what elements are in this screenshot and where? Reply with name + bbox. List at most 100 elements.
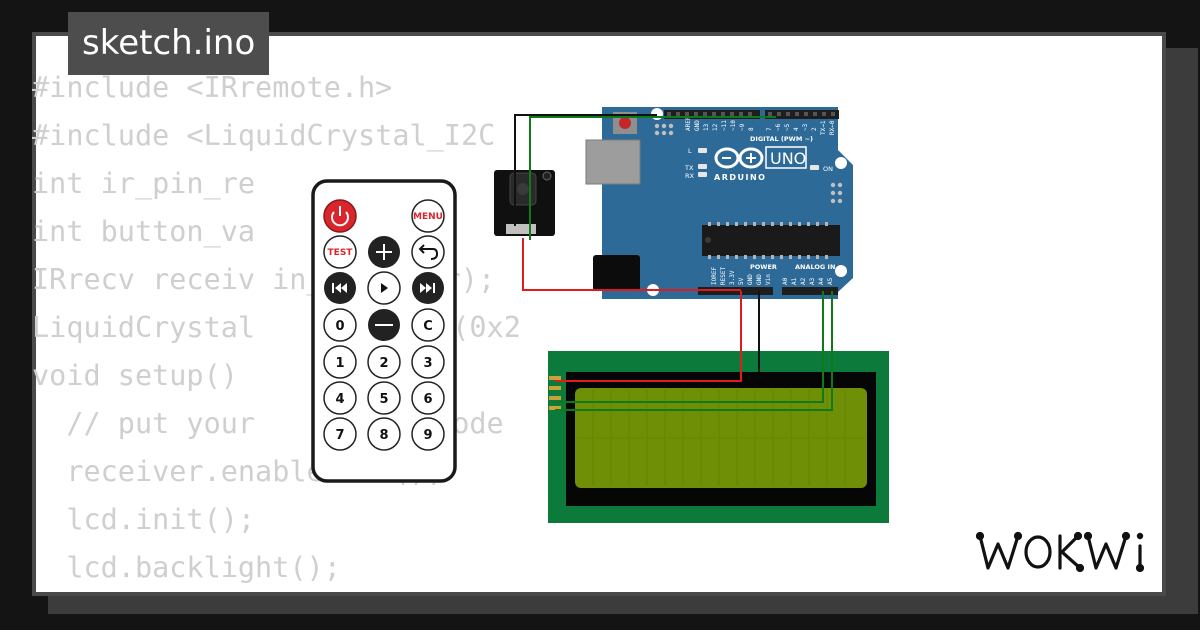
arduino-uno[interactable]: AREF GND 13 12 ~11 ~10 ~9 8 7 ~6 ~5 4 ~3… xyxy=(585,107,853,299)
board-model: UNO xyxy=(770,149,806,168)
svg-text:Vin: Vin xyxy=(765,274,772,285)
svg-text:8: 8 xyxy=(379,428,388,443)
ir-receiver[interactable] xyxy=(494,170,555,236)
usb-port xyxy=(585,139,641,185)
remote-button-9[interactable]: 9 xyxy=(411,417,445,451)
arduino-infinity-logo-icon xyxy=(714,147,764,169)
svg-text:7: 7 xyxy=(766,127,773,131)
power-icon xyxy=(331,211,349,227)
remote-button-7[interactable]: 7 xyxy=(323,417,357,451)
svg-text:3: 3 xyxy=(423,356,432,371)
svg-text:6: 6 xyxy=(423,392,432,407)
wires xyxy=(514,114,833,411)
wire-scl-lcd xyxy=(555,291,833,411)
svg-text:~10: ~10 xyxy=(730,120,737,131)
svg-text:A1: A1 xyxy=(791,277,798,285)
lcd-char-grid xyxy=(577,390,865,486)
top-pin-labels: AREF GND 13 12 ~11 ~10 ~9 8 7 ~6 ~5 4 ~3… xyxy=(685,116,836,135)
remote-menu-button[interactable]: MENU xyxy=(411,199,445,233)
svg-text:2: 2 xyxy=(379,356,388,371)
ir-receiver-pins xyxy=(506,224,536,234)
remote-button-3[interactable]: 3 xyxy=(411,345,445,379)
remote-power-button[interactable] xyxy=(323,199,357,233)
wokwi-logo[interactable] xyxy=(976,526,1152,578)
power-pin-labels: IOREF RESET 3.3V 5V GND GND Vin xyxy=(711,267,772,285)
remote-plus-button[interactable] xyxy=(368,236,400,268)
code-line: void setup() xyxy=(32,359,256,392)
board-brand: ARDUINO xyxy=(714,173,766,182)
svg-text:7: 7 xyxy=(335,428,344,443)
svg-text:~9: ~9 xyxy=(739,123,746,131)
remote-play-button[interactable] xyxy=(367,271,401,305)
power-jack xyxy=(593,255,640,291)
filename-tab[interactable]: sketch.ino xyxy=(68,12,270,75)
svg-text:RESET: RESET xyxy=(720,267,727,285)
code-background: #include <IRremote.h> #include <LiquidCry… xyxy=(32,64,649,592)
power-header-label: POWER xyxy=(750,263,777,271)
remote-button-0[interactable]: 0 xyxy=(323,308,357,342)
wire-gnd-ir xyxy=(514,114,657,226)
mount-hole xyxy=(835,265,847,277)
svg-text:12: 12 xyxy=(712,123,719,131)
svg-text:9: 9 xyxy=(423,428,432,443)
remote-next-button[interactable] xyxy=(412,272,444,304)
code-line: #include <IRremote.h> xyxy=(32,71,393,104)
code-line: #include <LiquidCrystal_I2C xyxy=(32,119,496,152)
svg-text:~6: ~6 xyxy=(775,123,782,131)
remote-button-5[interactable]: 5 xyxy=(367,381,401,415)
svg-text:A3: A3 xyxy=(809,277,816,285)
remote-test-button[interactable]: TEST xyxy=(323,235,357,269)
svg-text:13: 13 xyxy=(703,123,710,131)
ir-sensor-lens xyxy=(517,183,529,195)
code-line: int button_va xyxy=(32,215,256,248)
svg-text:A4: A4 xyxy=(818,277,825,285)
mount-hole xyxy=(835,157,847,169)
fast-forward-icon xyxy=(420,283,435,293)
remote-button-4[interactable]: 4 xyxy=(323,381,357,415)
svg-text:TX→1: TX→1 xyxy=(820,120,827,135)
remote-button-2[interactable]: 2 xyxy=(367,345,401,379)
svg-text:1: 1 xyxy=(335,356,344,371)
remote-button-6[interactable]: 6 xyxy=(411,381,445,415)
svg-text:RX←0: RX←0 xyxy=(829,120,836,135)
svg-text:RX: RX xyxy=(685,172,695,180)
remote-back-button[interactable] xyxy=(411,235,445,269)
rewind-icon xyxy=(332,283,347,293)
svg-text:MENU: MENU xyxy=(413,212,443,222)
led-labels: L TX RX ON xyxy=(684,147,833,180)
uno-label-box xyxy=(765,146,807,169)
remote-clear-button[interactable]: C xyxy=(411,308,445,342)
lcd-display[interactable] xyxy=(548,351,889,523)
digital-header-right xyxy=(765,110,839,119)
board-leds xyxy=(698,148,819,177)
reset-button[interactable] xyxy=(619,117,631,129)
back-arrow-icon xyxy=(421,248,439,260)
analog-header xyxy=(782,287,838,295)
svg-text:AREF: AREF xyxy=(685,116,692,131)
svg-text:~3: ~3 xyxy=(802,123,809,131)
header-holes xyxy=(667,112,835,116)
wire-vcc-ir xyxy=(522,238,741,291)
remote-button-1[interactable]: 1 xyxy=(323,345,357,379)
chip-notch xyxy=(705,237,711,243)
svg-text:4: 4 xyxy=(335,392,344,407)
svg-text:A0: A0 xyxy=(782,277,789,285)
svg-text:0: 0 xyxy=(335,319,344,334)
svg-text:5: 5 xyxy=(379,392,388,407)
svg-text:GND: GND xyxy=(756,274,763,285)
svg-text:~11: ~11 xyxy=(721,120,728,131)
svg-text:GND: GND xyxy=(747,274,754,285)
svg-text:C: C xyxy=(423,319,433,334)
wire-vcc-lcd xyxy=(555,291,742,382)
analog-header-label: ANALOG IN xyxy=(795,263,835,271)
remote-button-8[interactable]: 8 xyxy=(367,417,401,451)
ir-remote[interactable]: MENU TEST xyxy=(311,179,457,483)
remote-prev-button[interactable] xyxy=(324,272,356,304)
icsp-top xyxy=(654,123,674,136)
ir-led xyxy=(542,171,552,181)
svg-text:8: 8 xyxy=(748,127,755,131)
svg-text:A5: A5 xyxy=(827,277,834,285)
svg-text:2: 2 xyxy=(811,127,818,131)
remote-minus-button[interactable] xyxy=(368,309,400,341)
